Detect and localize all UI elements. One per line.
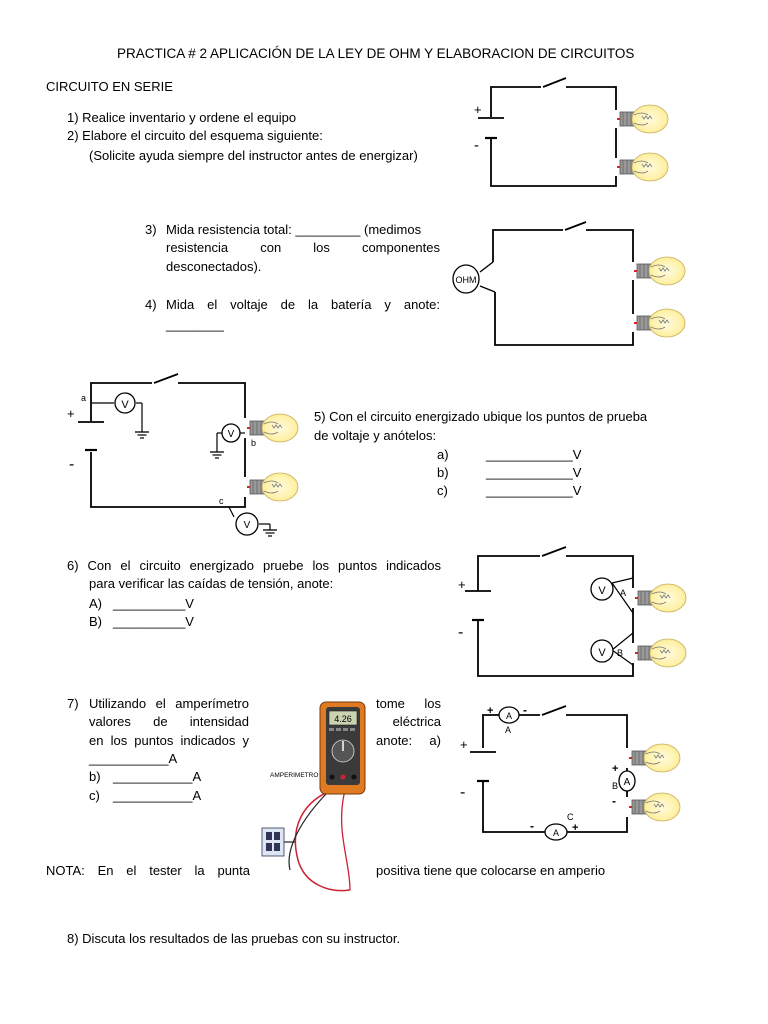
voltmeter-B: V bbox=[598, 647, 606, 659]
step-8: 8) Discuta los resultados de las pruebas… bbox=[67, 931, 401, 946]
point-b-label: b bbox=[251, 438, 256, 448]
step-2: 2) Elabore el circuito del esquema sigui… bbox=[67, 128, 323, 143]
step-7-right-line-2: eléctrica bbox=[392, 714, 441, 729]
step-4-number: 4) bbox=[145, 297, 157, 312]
diagram-ohm bbox=[479, 221, 634, 346]
diagram-4-minus: - bbox=[458, 624, 463, 641]
voltmeter-b: V bbox=[228, 429, 235, 440]
step-6-b-label: B) bbox=[89, 614, 102, 629]
step-6-line-1: 6) Con el circuito energizado pruebe los… bbox=[67, 558, 441, 573]
test-point-A: A bbox=[620, 588, 626, 598]
step-5-b-label: b) bbox=[437, 465, 449, 480]
step-5-b-blank: ____________V bbox=[486, 465, 582, 480]
ammeter-c: A bbox=[553, 828, 559, 838]
step-7-c-blank: ___________A bbox=[113, 788, 202, 803]
step-3-line-2: resistencia con los componentes bbox=[166, 240, 440, 255]
diagram-5-plus: + bbox=[460, 737, 468, 752]
diagram-series-basic bbox=[478, 77, 617, 187]
step-6-b-blank: __________V bbox=[113, 614, 194, 629]
multimeter-label: AMPERIMETRO bbox=[270, 772, 318, 779]
step-3-line-3: desconectados). bbox=[166, 259, 262, 274]
step-1: 1) Realice inventario y ordene el equipo bbox=[67, 110, 297, 125]
point-c-label: c bbox=[219, 496, 224, 506]
step-6-a-label: A) bbox=[89, 596, 102, 611]
diagram-ammeter bbox=[470, 705, 628, 833]
amm-b-minus: - bbox=[612, 794, 616, 808]
ammeter-a: A bbox=[506, 711, 512, 721]
step-5-line-1: 5) Con el circuito energizado ubique los… bbox=[314, 409, 648, 424]
page-title: PRACTICA # 2 APLICACIÓN DE LA LEY DE OHM… bbox=[117, 46, 635, 61]
step-3-number: 3) bbox=[145, 222, 157, 237]
diagram-voltage-drops bbox=[465, 546, 634, 677]
step-7-a-blank: ___________A bbox=[89, 751, 178, 766]
diagram-1-minus: - bbox=[474, 137, 479, 154]
step-7-left-line-3: en los puntos indicados y bbox=[89, 733, 249, 748]
voltmeter-c: V bbox=[244, 520, 251, 531]
step-6-a-blank: __________V bbox=[113, 596, 194, 611]
step-5-c-label: c) bbox=[437, 483, 448, 498]
step-7-b-blank: ___________A bbox=[113, 769, 202, 784]
step-5-line-2: de voltaje y anótelos: bbox=[314, 428, 437, 443]
multimeter-reading: 4.26 bbox=[334, 714, 352, 724]
voltmeter-A: V bbox=[598, 585, 606, 597]
step-7-c-label: c) bbox=[89, 788, 100, 803]
ammeter-point-a: A bbox=[505, 725, 511, 735]
step-5-a-label: a) bbox=[437, 447, 449, 462]
amm-a-minus: - bbox=[523, 703, 527, 717]
ammeter-point-c: C bbox=[567, 812, 574, 822]
step-4-line-1: Mida el voltaje de la batería y anote: bbox=[166, 297, 440, 312]
point-a-label: a bbox=[81, 393, 86, 403]
step-3-line-1: Mida resistencia total: _________ (medim… bbox=[166, 222, 422, 237]
diagram-voltage-points bbox=[78, 373, 246, 508]
step-6-line-2: para verificar las caídas de tensión, an… bbox=[89, 576, 334, 591]
diagram-3-minus: - bbox=[69, 456, 74, 473]
step-2-note: (Solicite ayuda siempre del instructor a… bbox=[89, 148, 418, 163]
diagram-5-minus: - bbox=[460, 784, 465, 801]
step-5-c-blank: ____________V bbox=[486, 483, 582, 498]
step-7-left-line-1: Utilizando el amperímetro bbox=[89, 696, 249, 711]
step-7-right-line-3: anote: a) bbox=[376, 733, 441, 748]
diagram-4-plus: + bbox=[458, 577, 466, 592]
step-7-right-line-1: tome los bbox=[376, 696, 441, 711]
step-4-blank: ________ bbox=[166, 317, 224, 332]
diagram-3-plus: + bbox=[67, 406, 75, 421]
ammeter-b: A bbox=[624, 777, 631, 788]
amm-a-plus: + bbox=[487, 705, 493, 717]
section-heading: CIRCUITO EN SERIE bbox=[46, 79, 173, 94]
ohm-meter-label: OHM bbox=[456, 275, 477, 285]
diagram-1-plus: + bbox=[474, 102, 482, 117]
step-7-left-line-2: valores de intensidad bbox=[89, 714, 249, 729]
test-point-B: B bbox=[617, 648, 623, 658]
multimeter-illustration: 4.26 bbox=[261, 701, 366, 892]
voltmeter-a: V bbox=[121, 399, 129, 411]
step-7-b-label: b) bbox=[89, 769, 101, 784]
note-right: positiva tiene que colocarse en amperio bbox=[376, 863, 606, 878]
note-left: NOTA: En el tester la punta bbox=[46, 863, 250, 878]
amm-b-plus: + bbox=[612, 763, 618, 775]
ammeter-point-b: B bbox=[612, 781, 618, 791]
amm-c-minus: - bbox=[530, 819, 534, 833]
step-7-number: 7) bbox=[67, 696, 79, 711]
step-5-a-blank: ____________V bbox=[486, 447, 582, 462]
amm-c-plus: + bbox=[572, 822, 578, 834]
